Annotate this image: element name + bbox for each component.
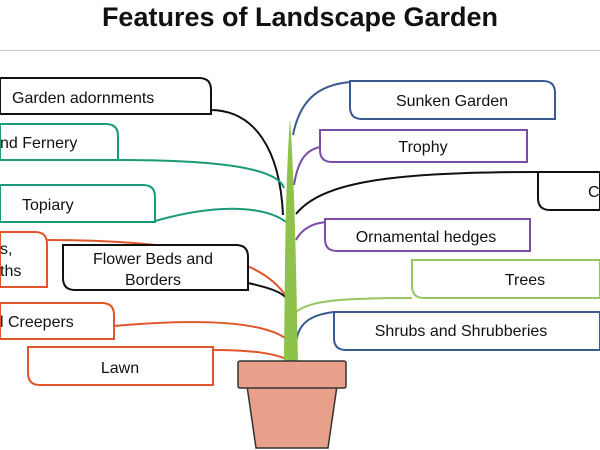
label-lawn: Lawn xyxy=(101,360,139,377)
label-shrubs: Shrubs and Shrubberies xyxy=(375,323,548,340)
label-fernery: nd Fernery xyxy=(0,135,77,152)
label-trees: Trees xyxy=(505,272,545,289)
box-sunken-garden xyxy=(349,80,556,120)
pot-body xyxy=(246,385,338,449)
feature-cropped-right: C xyxy=(537,171,600,211)
feature-paths: s, ths xyxy=(0,231,48,288)
branch-lawn xyxy=(212,349,289,361)
branch-fernery xyxy=(117,159,285,189)
label-sunken-garden: Sunken Garden xyxy=(396,93,508,110)
feature-trees: Trees xyxy=(411,259,600,299)
label-paths-line2: ths xyxy=(0,263,21,280)
box-trees xyxy=(411,259,600,299)
box-flower-beds xyxy=(62,244,249,291)
box-trophy xyxy=(319,129,528,163)
feature-lawn: Lawn xyxy=(27,346,214,386)
title-divider xyxy=(0,50,600,51)
branch-topiary xyxy=(154,207,287,223)
branch-cropped-right xyxy=(295,171,539,215)
box-creepers xyxy=(0,302,115,340)
box-lawn xyxy=(27,346,214,386)
feature-topiary: Topiary xyxy=(0,184,156,223)
feature-sunken-garden: Sunken Garden xyxy=(349,80,556,120)
box-cropped-right xyxy=(537,171,600,211)
branch-creepers xyxy=(113,321,289,341)
branch-shrubs xyxy=(295,311,335,346)
label-trophy: Trophy xyxy=(398,139,447,156)
box-paths xyxy=(0,231,48,288)
box-ornamental-hedges xyxy=(324,218,531,252)
label-topiary: Topiary xyxy=(22,197,74,214)
label-ornamental-hedges: Ornamental hedges xyxy=(356,229,497,246)
box-fernery xyxy=(0,123,119,161)
pot-rim xyxy=(237,360,347,389)
feature-creepers: l Creepers xyxy=(0,302,115,340)
label-flower-beds-line1: Flower Beds and xyxy=(93,251,213,268)
diagram-title: Features of Landscape Garden xyxy=(101,2,499,32)
label-garden-adornments: Garden adornments xyxy=(12,90,154,107)
plant-stem xyxy=(284,118,298,362)
label-paths-line1: s, xyxy=(0,241,12,258)
branch-sunken-garden xyxy=(292,81,351,136)
box-shrubs xyxy=(333,311,600,351)
branch-garden-adornments xyxy=(209,109,284,216)
feature-garden-adornments: Garden adornments xyxy=(0,77,212,115)
branch-trees xyxy=(295,297,413,313)
label-creepers: l Creepers xyxy=(0,314,74,331)
label-cropped-right: C xyxy=(588,184,600,201)
flower-pot xyxy=(237,360,347,449)
box-garden-adornments xyxy=(0,77,212,115)
feature-ornamental-hedges: Ornamental hedges xyxy=(324,218,531,252)
feature-flower-beds: Flower Beds and Borders xyxy=(62,244,249,291)
branch-trophy xyxy=(293,146,321,186)
feature-shrubs: Shrubs and Shrubberies xyxy=(333,311,600,351)
feature-trophy: Trophy xyxy=(319,129,528,163)
feature-fernery: nd Fernery xyxy=(0,123,119,161)
box-topiary xyxy=(0,184,156,223)
label-flower-beds-line2: Borders xyxy=(125,272,181,289)
